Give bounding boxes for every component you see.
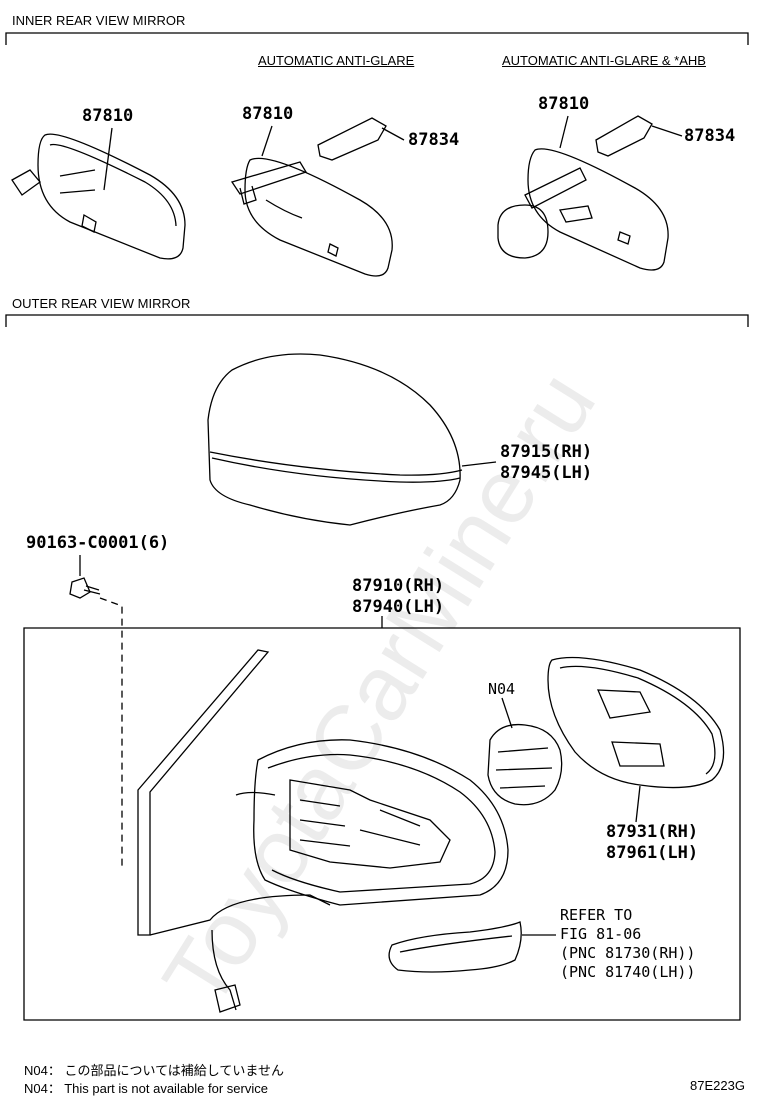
mirror-base-drawing (137, 649, 331, 1013)
refer-line-3: (PNC 81730(RH)) (560, 944, 696, 962)
mirror-motor-drawing (487, 723, 563, 806)
part-number-assembly-rh: 87910(RH) (352, 576, 445, 596)
auto-anti-glare-ahb-subtitle: AUTOMATIC ANTI-GLARE & *AHB (502, 53, 706, 68)
inner-mirror-section-title: INNER REAR VIEW MIRROR (12, 13, 186, 28)
refer-line-2: FIG 81-06 (560, 925, 642, 943)
note-code-n04: N04 (488, 680, 516, 698)
screw-drawing (69, 577, 101, 599)
outer-mirror-section-title: OUTER REAR VIEW MIRROR (12, 296, 191, 311)
part-number-cover-lh: 87945(LH) (500, 463, 593, 483)
footnote-japanese: N04： この部品については補給していません (24, 1063, 285, 1078)
part-number-87834-b: 87834 (684, 126, 736, 146)
part-number-87810-c: 87810 (538, 94, 590, 114)
leader-87810-a (103, 127, 113, 191)
screw-dashed-line (99, 597, 123, 868)
figure-code: 87E223G (690, 1078, 745, 1093)
part-number-glass-rh: 87931(RH) (606, 822, 699, 842)
refer-line-4: (PNC 81740(LH)) (560, 963, 696, 981)
part-number-87810-a: 87810 (82, 106, 134, 126)
inner-mirror-basic-drawing (11, 133, 186, 260)
part-number-screw: 90163-C0001(6) (26, 533, 170, 553)
inner-section-bracket (5, 32, 749, 45)
footnote-english: N04： This part is not available for serv… (24, 1081, 268, 1096)
part-number-cover-rh: 87915(RH) (500, 442, 593, 462)
mirror-housing-drawing (253, 739, 509, 906)
leader-87834-a (381, 127, 405, 141)
leader-87834-b (651, 125, 683, 137)
mirror-glass-drawing (547, 656, 725, 789)
refer-line-1: REFER TO (560, 906, 633, 924)
leader-87810-c (559, 115, 569, 149)
part-number-87810-b: 87810 (242, 104, 294, 124)
assembly-box (23, 627, 741, 1021)
part-number-assembly-lh: 87940(LH) (352, 597, 445, 617)
part-number-87834-a: 87834 (408, 130, 460, 150)
leader-cover (461, 461, 497, 467)
leader-glass (635, 785, 641, 823)
turn-signal-drawing (388, 921, 522, 973)
part-number-glass-lh: 87961(LH) (606, 843, 699, 863)
outer-section-bracket (5, 314, 749, 327)
inner-mirror-auto-drawing (230, 117, 393, 277)
inner-mirror-ahb-drawing (497, 115, 669, 271)
auto-anti-glare-subtitle: AUTOMATIC ANTI-GLARE (258, 53, 415, 68)
leader-87810-b (261, 125, 273, 157)
mirror-cover-drawing (207, 353, 463, 526)
leader-n04 (501, 697, 513, 729)
